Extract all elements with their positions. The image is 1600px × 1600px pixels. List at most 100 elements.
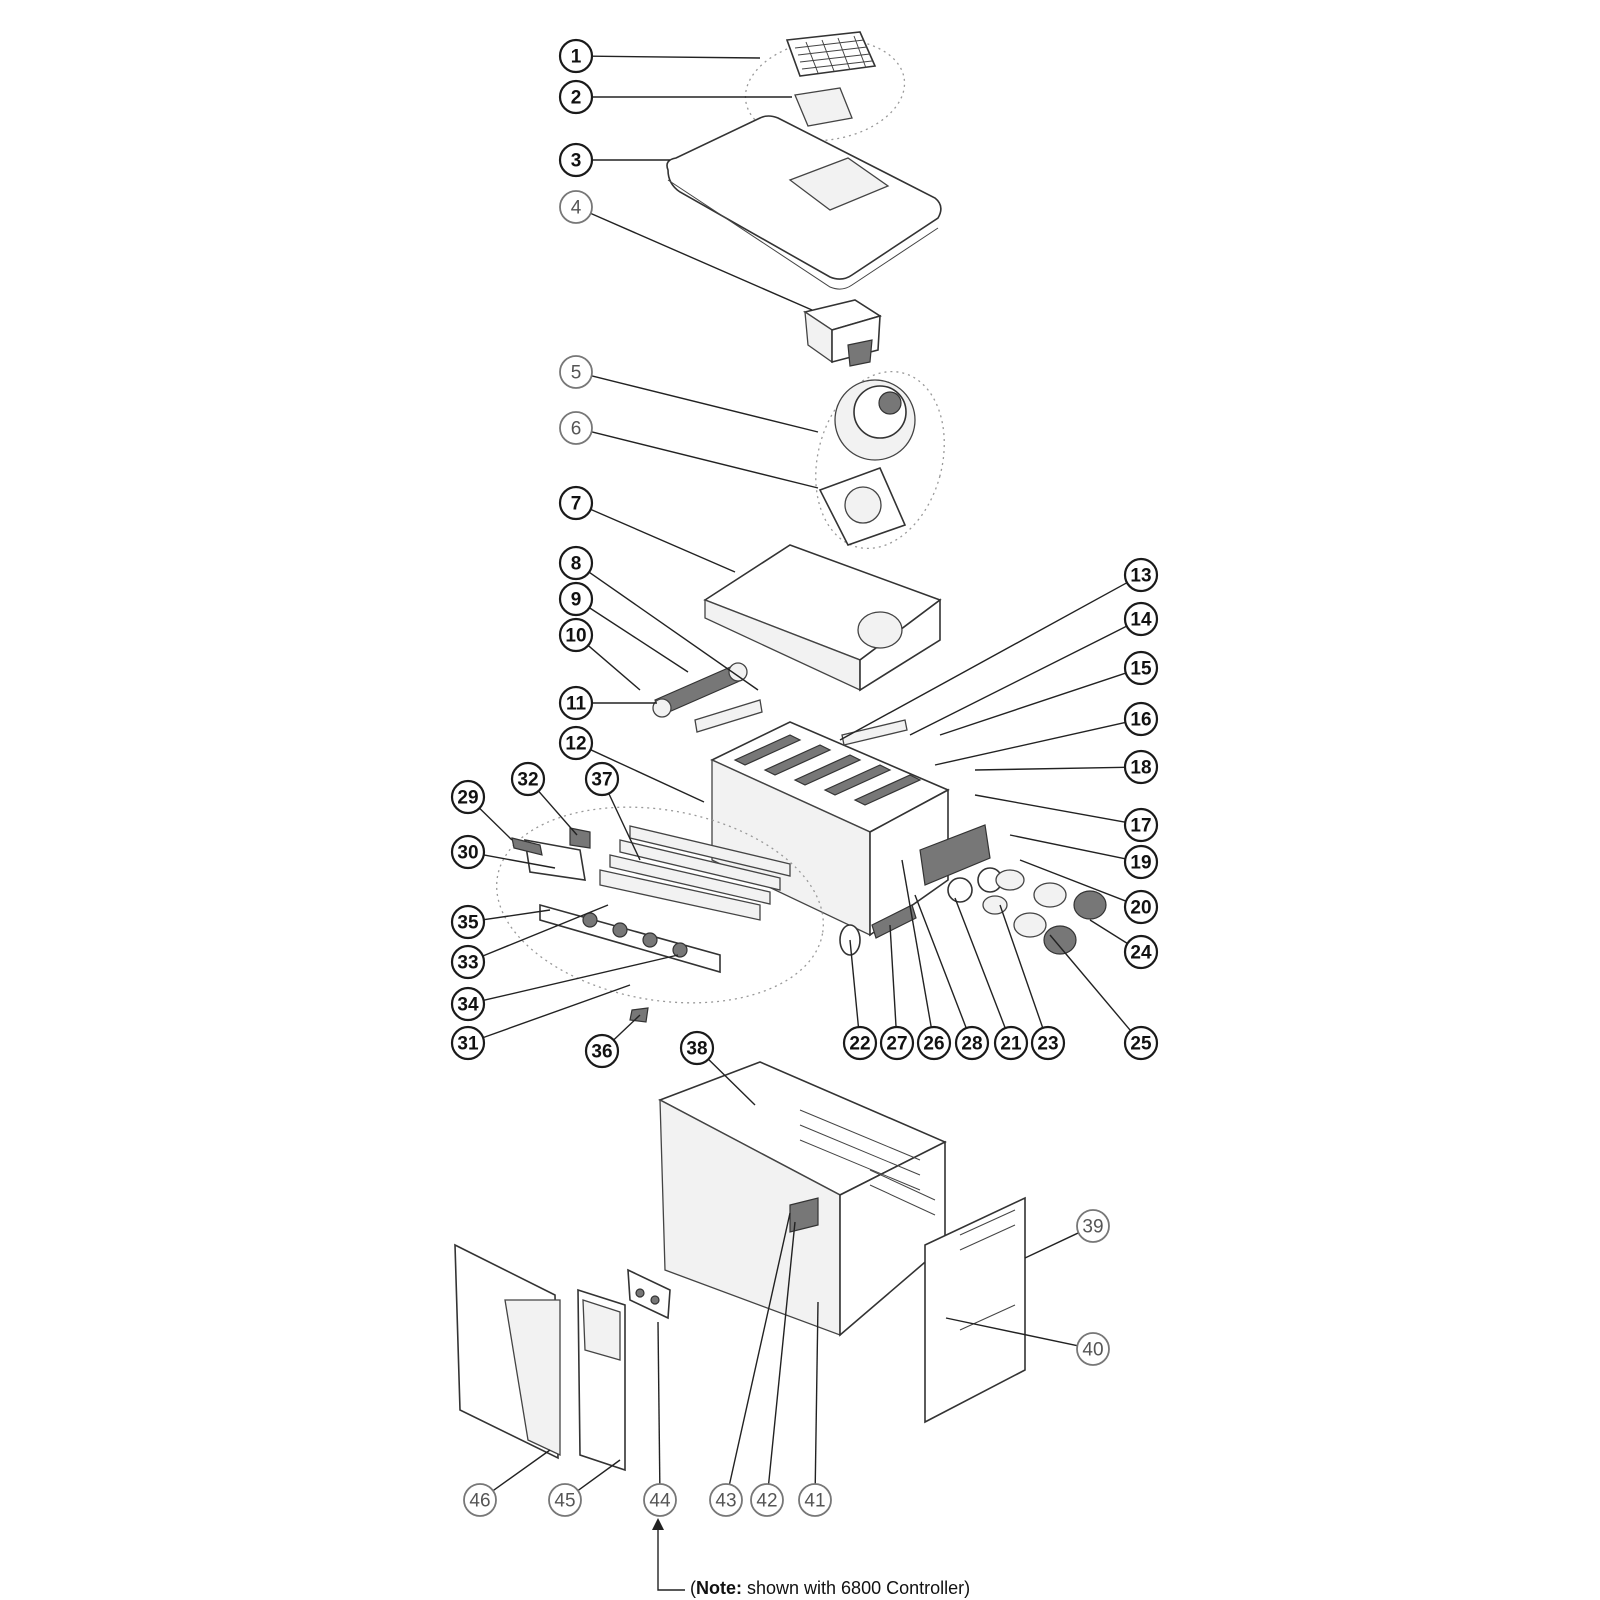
callout-circle-7 [558, 485, 594, 521]
callout-number-25: 25 [1130, 1034, 1152, 1055]
part-9-11-manifold [652, 662, 763, 733]
callout-26: 26 [916, 1025, 952, 1061]
leader-line-43 [728, 1212, 791, 1485]
callout-number-34: 34 [457, 995, 479, 1016]
callout-circle-28 [954, 1025, 990, 1061]
callout-number-13: 13 [1130, 566, 1151, 587]
leader-line-15 [939, 672, 1127, 736]
callout-24: 24 [1123, 934, 1159, 970]
callout-number-37: 37 [591, 770, 612, 791]
callout-4: 4 [559, 190, 593, 224]
controller-note: (Note: shown with 6800 Controller) [690, 1578, 970, 1599]
callout-number-22: 22 [849, 1034, 870, 1055]
callout-number-6: 6 [571, 419, 582, 440]
callout-36: 36 [584, 1033, 620, 1069]
leader-line-33 [482, 904, 609, 957]
leader-line-46 [492, 1449, 551, 1492]
callout-circle-4 [559, 190, 593, 224]
callout-12: 12 [558, 725, 594, 761]
part-39-40-side-panel [924, 1196, 1026, 1424]
callout-circle-12 [558, 725, 594, 761]
callout-number-10: 10 [565, 626, 586, 647]
callout-circle-2 [558, 79, 594, 115]
callout-9: 9 [558, 581, 594, 617]
callout-circle-14 [1123, 601, 1159, 637]
callout-number-27: 27 [886, 1034, 907, 1055]
leader-line-22 [849, 939, 860, 1028]
leader-line-12 [590, 749, 705, 803]
callout-32: 32 [510, 761, 546, 797]
callout-circle-31 [450, 1025, 486, 1061]
callout-circle-18 [1123, 749, 1159, 785]
callout-28: 28 [954, 1025, 990, 1061]
callout-circle-5 [559, 355, 593, 389]
note-text: shown with 6800 Controller) [742, 1578, 971, 1598]
leader-line-29 [478, 807, 513, 841]
callout-circle-29 [450, 779, 486, 815]
part-7-flue-collector [703, 544, 942, 692]
callout-circle-39 [1076, 1209, 1110, 1243]
callout-circle-40 [1076, 1332, 1110, 1366]
callout-circle-30 [450, 834, 486, 870]
leader-line-28 [914, 894, 967, 1029]
callout-21: 21 [993, 1025, 1029, 1061]
leader-line-31 [482, 984, 631, 1039]
leader-line-24 [1089, 919, 1128, 945]
leader-line-6 [591, 431, 819, 489]
callout-number-24: 24 [1130, 943, 1152, 964]
callout-number-44: 44 [649, 1491, 671, 1512]
callout-number-30: 30 [457, 843, 478, 864]
leader-line-1 [591, 55, 761, 59]
leader-line-41 [814, 1301, 819, 1485]
leader-line-5 [591, 375, 819, 433]
part-5-6-blower-group [815, 370, 945, 550]
callout-circle-15 [1123, 650, 1159, 686]
callout-35: 35 [450, 904, 486, 940]
callout-17: 17 [1123, 807, 1159, 843]
callout-circle-42 [750, 1483, 784, 1517]
callout-circle-43 [709, 1483, 743, 1517]
callout-circle-1 [558, 38, 594, 74]
callout-number-46: 46 [469, 1491, 490, 1512]
callout-43: 43 [709, 1483, 743, 1517]
callout-number-14: 14 [1130, 610, 1152, 631]
callout-circle-26 [916, 1025, 952, 1061]
leader-line-45 [577, 1459, 621, 1492]
leader-line-14 [909, 625, 1128, 736]
callout-23: 23 [1030, 1025, 1066, 1061]
callout-31: 31 [450, 1025, 486, 1061]
callout-19: 19 [1123, 844, 1159, 880]
callout-number-40: 40 [1082, 1340, 1103, 1361]
leader-line-10 [587, 644, 641, 691]
callout-number-33: 33 [457, 953, 478, 974]
callout-circle-35 [450, 904, 486, 940]
leader-line-27 [889, 924, 897, 1028]
note-prefix: ( [690, 1578, 696, 1598]
callout-circle-37 [584, 761, 620, 797]
callout-number-23: 23 [1037, 1034, 1058, 1055]
leader-line-38 [707, 1058, 756, 1106]
callout-25: 25 [1123, 1025, 1159, 1061]
callout-number-15: 15 [1130, 659, 1152, 680]
callout-circle-38 [679, 1030, 715, 1066]
callout-33: 33 [450, 944, 486, 980]
callout-2: 2 [558, 79, 594, 115]
callout-41: 41 [798, 1483, 832, 1517]
callout-number-45: 45 [554, 1491, 575, 1512]
callout-circle-8 [558, 545, 594, 581]
callout-number-19: 19 [1130, 853, 1151, 874]
callout-circle-23 [1030, 1025, 1066, 1061]
callout-42: 42 [750, 1483, 784, 1517]
callout-number-11: 11 [566, 694, 587, 715]
leader-line-35 [483, 909, 551, 921]
callout-circle-27 [879, 1025, 915, 1061]
callout-number-3: 3 [571, 151, 582, 172]
callout-number-35: 35 [457, 913, 479, 934]
callout-number-1: 1 [571, 47, 582, 68]
callout-34: 34 [450, 986, 486, 1022]
note-label: Note: [696, 1578, 742, 1598]
callout-44: 44 [643, 1483, 677, 1517]
callout-circle-45 [548, 1483, 582, 1517]
leader-line-42 [767, 1221, 796, 1485]
callout-circle-13 [1123, 557, 1159, 593]
